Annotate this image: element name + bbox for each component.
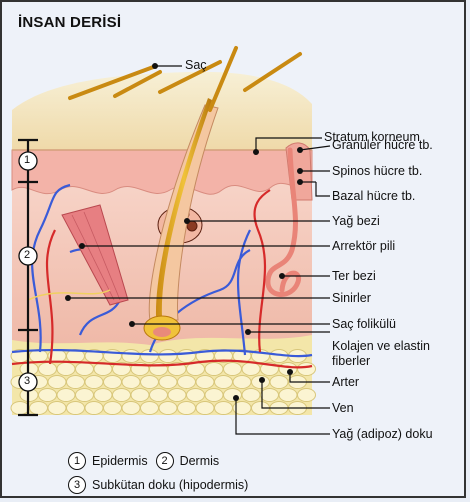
legend-row-2: 3 Subkütan doku (hipodermis): [68, 476, 248, 494]
fat-cell: [159, 376, 177, 389]
label-bazal: Bazal hücre tb.: [332, 189, 415, 203]
fat-cell: [39, 363, 57, 376]
fat-cell: [104, 402, 122, 415]
fat-cell: [39, 389, 57, 402]
fat-cell: [298, 363, 316, 376]
fat-cell: [122, 376, 140, 389]
fat-cell: [122, 350, 140, 363]
fat-cell: [205, 389, 223, 402]
fat-cell: [30, 402, 48, 415]
fat-cell: [187, 389, 205, 402]
label-ven: Ven: [332, 401, 354, 415]
fat-cell: [57, 363, 75, 376]
label-arter: Arter: [332, 375, 359, 389]
fat-cell: [215, 376, 233, 389]
layer-marker-3: 3: [24, 375, 30, 387]
label-kolajen: Kolajen ve elastin fiberler: [332, 339, 452, 369]
legend-dermis: Dermis: [180, 454, 220, 468]
fat-cell: [48, 402, 66, 415]
diagram-title: İNSAN DERİSİ: [18, 14, 121, 31]
layer-marker-2: 2: [24, 249, 30, 261]
label-sinirler: Sinirler: [332, 291, 371, 305]
fat-cell: [215, 402, 233, 415]
fat-cell: [76, 389, 94, 402]
legend-marker-2: 2: [156, 452, 174, 470]
fat-cell: [242, 363, 260, 376]
fat-cell: [85, 376, 103, 389]
fat-cell: [224, 389, 242, 402]
fat-cell: [94, 389, 112, 402]
fat-cell: [67, 402, 85, 415]
fat-cell: [242, 389, 260, 402]
legend-subkutan: Subkütan doku (hipodermis): [92, 478, 248, 492]
fat-cell: [150, 389, 168, 402]
fat-cell: [178, 376, 196, 389]
label-yag-adipoz: Yağ (adipoz) doku: [332, 427, 442, 442]
stratum-korneum-layer: [12, 72, 312, 152]
fat-cell: [279, 389, 297, 402]
fat-cell: [270, 376, 288, 389]
legend-epidermis: Epidermis: [92, 454, 148, 468]
fat-cell: [48, 376, 66, 389]
label-sac-folikulu: Saç folikülü: [332, 317, 396, 331]
fat-cell: [141, 376, 159, 389]
fat-cell: [67, 376, 85, 389]
label-spinos: Spinos hücre tb.: [332, 164, 422, 178]
fat-cell: [122, 402, 140, 415]
legend-marker-1: 1: [68, 452, 86, 470]
fat-cell: [159, 350, 177, 363]
fat-cell: [141, 402, 159, 415]
label-granuler: Granüler hücre tb.: [332, 138, 433, 152]
label-ter-bezi: Ter bezi: [332, 269, 376, 283]
fat-cell: [196, 376, 214, 389]
fat-cell: [11, 402, 29, 415]
fat-cell: [168, 389, 186, 402]
label-sac: Saç: [185, 58, 207, 72]
fat-cell: [261, 389, 279, 402]
layer-marker-1: 1: [24, 154, 30, 166]
fat-cell: [159, 402, 177, 415]
fat-cell: [233, 376, 251, 389]
fat-cell: [178, 350, 196, 363]
fat-cell: [104, 376, 122, 389]
epidermis-band: [12, 150, 312, 194]
fat-cell: [76, 363, 94, 376]
fat-cell: [196, 402, 214, 415]
fat-cell: [113, 389, 131, 402]
fat-cell: [57, 389, 75, 402]
label-yag-bezi: Yağ bezi: [332, 214, 380, 228]
fat-cell: [298, 389, 316, 402]
label-arrektor-pili: Arrektör pili: [332, 239, 395, 253]
fat-cell: [131, 389, 149, 402]
legend-row-1: 1 Epidermis 2 Dermis: [68, 452, 219, 470]
fat-cell: [205, 363, 223, 376]
legend-marker-3: 3: [68, 476, 86, 494]
fat-cell: [224, 363, 242, 376]
fat-cell: [178, 402, 196, 415]
fat-cell: [85, 402, 103, 415]
